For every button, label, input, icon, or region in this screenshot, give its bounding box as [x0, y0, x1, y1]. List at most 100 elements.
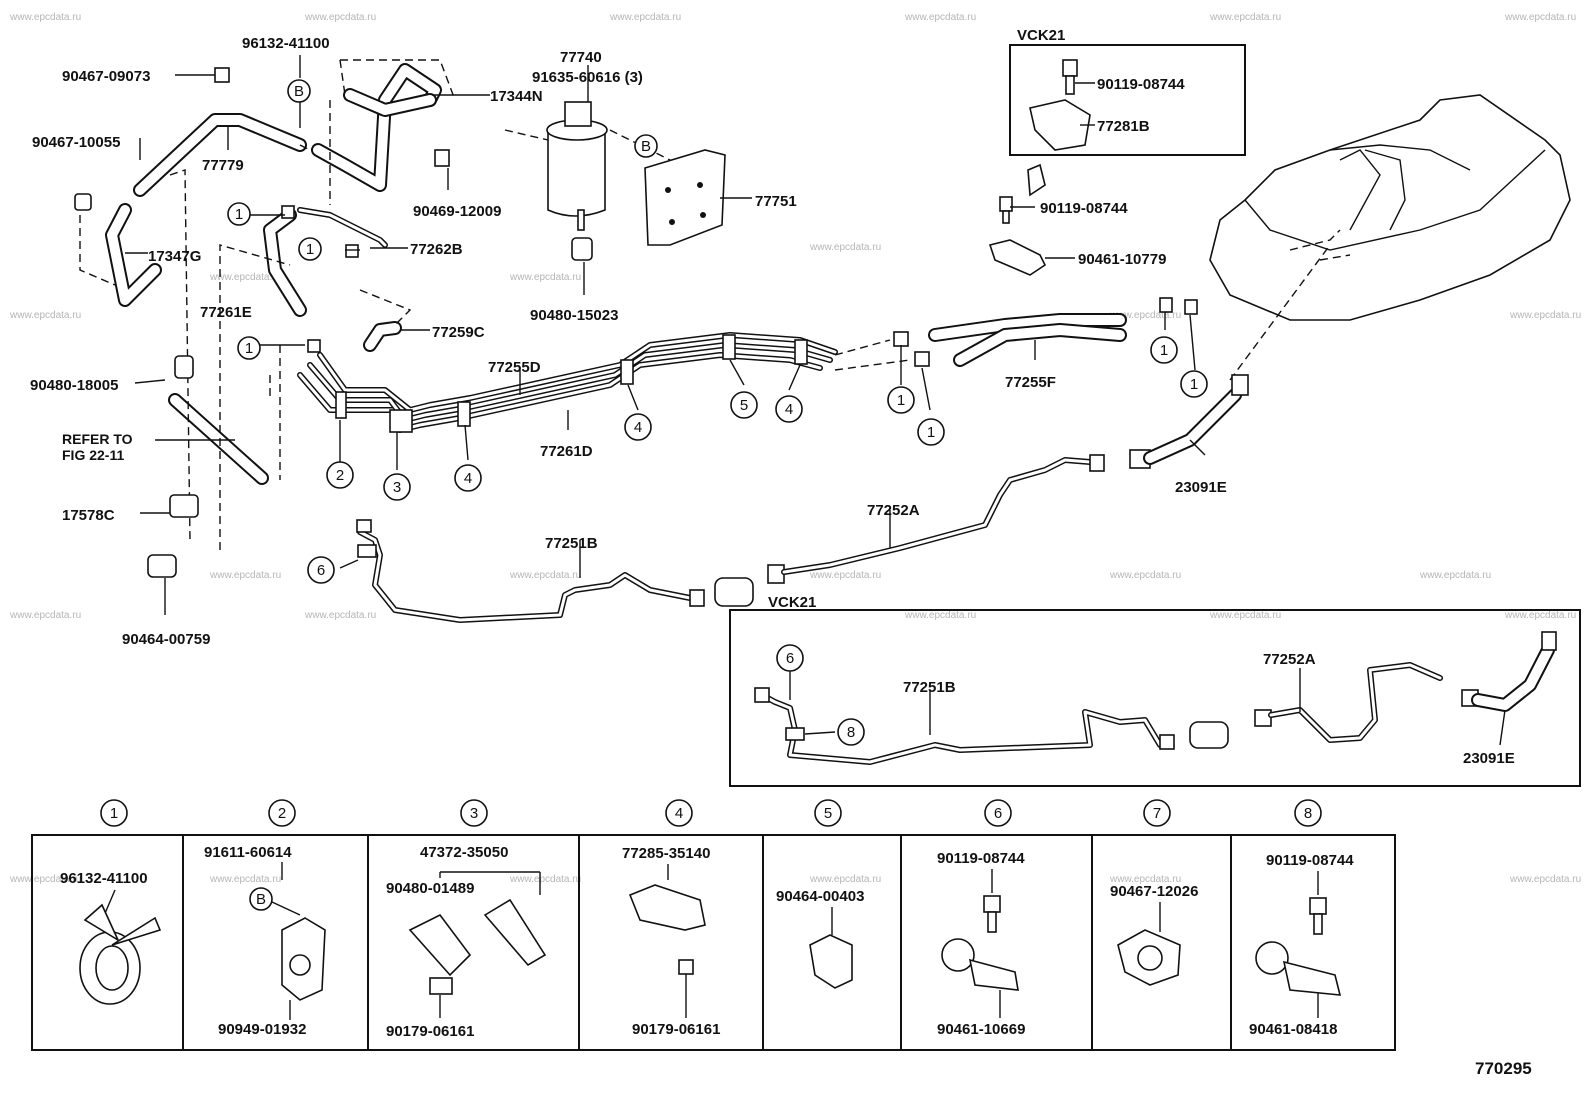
- part-label: 90119-08744: [1040, 200, 1128, 217]
- clamp-icon: [941, 938, 975, 972]
- part-label: 77261E: [200, 304, 252, 321]
- part-label: 77252A: [1263, 651, 1316, 668]
- fuel-filter-icon: [714, 577, 754, 607]
- bracket-icon: [1029, 99, 1091, 151]
- detail-part-label: 91611-60614: [204, 844, 292, 861]
- watermark: www.epcdata.ru: [1504, 610, 1576, 621]
- bolt-icon: [999, 196, 1013, 212]
- clamp-icon: [335, 391, 347, 419]
- part-label: 77262B: [410, 241, 463, 258]
- part-labels: 90467-09073 96132-41100 77740 91635-6061…: [30, 27, 1515, 767]
- clamp-icon: [620, 359, 634, 385]
- detail-number: 8: [1304, 805, 1312, 822]
- watermark: www.epcdata.ru: [904, 12, 976, 23]
- detail-part-label: 90464-00403: [776, 888, 864, 905]
- callout-label: 4: [634, 419, 642, 436]
- clamp-icon: [389, 409, 413, 433]
- part-label: 17344N: [490, 88, 543, 105]
- clamp-icon: [914, 351, 930, 367]
- detail-number: 5: [824, 805, 832, 822]
- callout-label: 1: [245, 340, 253, 357]
- watermark: www.epcdata.ru: [1109, 874, 1181, 885]
- part-label: 90480-18005: [30, 377, 118, 394]
- callouts-numbered: 1 1 1 2 3 4 4 5 4 1 1 1 1 6 6 8: [227, 202, 1208, 746]
- watermark: www.epcdata.ru: [304, 12, 376, 23]
- fitting-icon: [1159, 734, 1175, 750]
- clamp-icon: [1255, 941, 1289, 975]
- part-label: 77252A: [867, 502, 920, 519]
- watermark: www.epcdata.ru: [1109, 570, 1181, 581]
- detail-part-label: 90461-10669: [937, 1021, 1025, 1038]
- watermark: www.epcdata.ru: [609, 12, 681, 23]
- callout-label: 6: [317, 562, 325, 579]
- part-label: 77261D: [540, 443, 593, 460]
- detail-part-label: 90179-06161: [632, 1021, 720, 1038]
- watermark: www.epcdata.ru: [904, 610, 976, 621]
- fitting-icon: [1089, 454, 1105, 472]
- part-label: 90467-10055: [32, 134, 120, 151]
- refer-to-label: REFER TO: [62, 431, 133, 447]
- part-label: 23091E: [1463, 750, 1515, 767]
- clamp-icon: [1159, 297, 1173, 313]
- watermark: www.epcdata.ru: [1509, 874, 1581, 885]
- watermark: www.epcdata.ru: [1209, 610, 1281, 621]
- detail-part-label: 47372-35050: [420, 844, 508, 861]
- vck21-label: VCK21: [768, 594, 816, 611]
- watermark: www.epcdata.ru: [9, 874, 81, 885]
- fuel-filter-icon: [1189, 721, 1229, 749]
- evap-hoses: [74, 59, 456, 578]
- part-label: 77251B: [903, 679, 956, 696]
- part-label: 77255D: [488, 359, 541, 376]
- watermark: www.epcdata.ru: [209, 570, 281, 581]
- main-fuel-lines: [269, 331, 930, 433]
- screw-icon: [429, 977, 453, 995]
- detail-number: 2: [278, 805, 286, 822]
- clamp-icon: [357, 544, 377, 558]
- clamp-icon: [893, 331, 909, 347]
- watermarks: www.epcdata.ru www.epcdata.ru www.epcdat…: [9, 12, 1581, 885]
- canister-bracket: [644, 149, 726, 246]
- charcoal-canister: [504, 101, 681, 261]
- callout-b-label: B: [641, 138, 651, 155]
- detail-number: 6: [994, 805, 1002, 822]
- watermark: www.epcdata.ru: [509, 570, 581, 581]
- detail-part-label: 96132-41100: [60, 870, 148, 887]
- clamp-icon: [1184, 299, 1198, 315]
- bracket-icon: [988, 239, 1047, 276]
- fitting-icon: [689, 589, 705, 607]
- fuel-tank: [1209, 94, 1571, 381]
- part-label: 77751: [755, 193, 797, 210]
- part-label: 91635-60616 (3): [532, 69, 643, 86]
- callout-b-label: B: [256, 891, 266, 908]
- part-label: 77251B: [545, 535, 598, 552]
- callout-label: 6: [786, 650, 794, 667]
- fitting-icon: [754, 687, 770, 703]
- clamp-icon: [434, 149, 450, 167]
- valve-icon: [169, 494, 199, 518]
- detail-part-label: 90461-08418: [1249, 1021, 1337, 1038]
- watermark: www.epcdata.ru: [1419, 570, 1491, 581]
- part-label: 96132-41100: [242, 35, 330, 52]
- callout-label: 1: [235, 206, 243, 223]
- fitting-icon: [1254, 709, 1272, 727]
- detail-number: 7: [1153, 805, 1161, 822]
- watermark: www.epcdata.ru: [9, 12, 81, 23]
- part-label: 90461-10779: [1078, 251, 1166, 268]
- callout-label: 1: [927, 424, 935, 441]
- watermark: www.epcdata.ru: [509, 874, 581, 885]
- leader-lines: [125, 55, 1506, 746]
- detail-number: 3: [470, 805, 478, 822]
- clamp-icon: [722, 334, 736, 360]
- fitting-icon: [1541, 631, 1557, 651]
- callout-label: 1: [306, 241, 314, 258]
- callout-label: 5: [740, 397, 748, 414]
- watermark: www.epcdata.ru: [809, 570, 881, 581]
- callouts-b: B B: [287, 79, 658, 158]
- part-label: 23091E: [1175, 479, 1227, 496]
- arrow-icon: [1027, 163, 1046, 197]
- clamp-icon: [307, 339, 321, 353]
- clamp-icon: [628, 884, 706, 931]
- clip-icon: [408, 913, 472, 977]
